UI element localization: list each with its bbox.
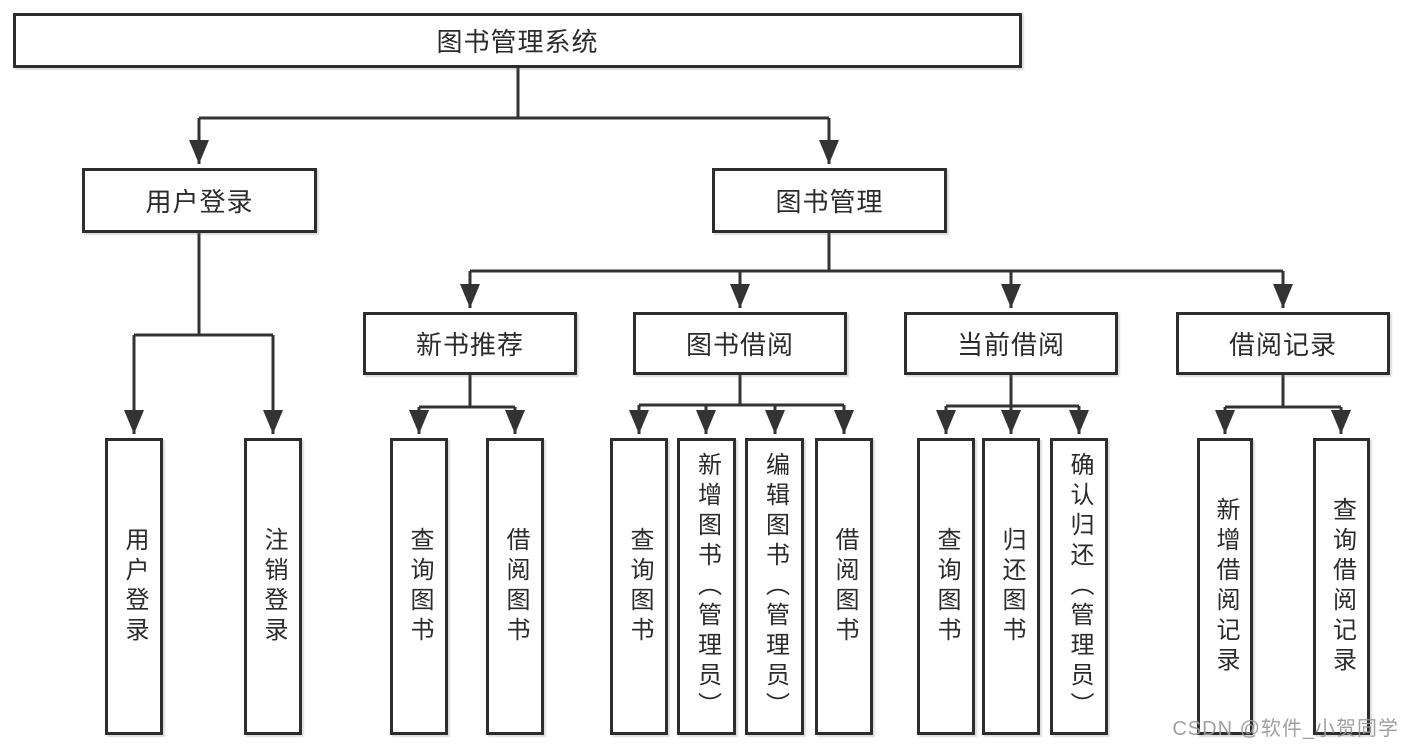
leaf-add-borrow-record: 新增借阅记录 xyxy=(1197,438,1253,735)
leaf-query-book-recommend: 查询图书 xyxy=(390,438,448,735)
node-book-borrow-label: 图书借阅 xyxy=(685,330,794,360)
leaf-query-borrow-record: 查询借阅记录 xyxy=(1313,438,1370,735)
leaf-borrow-book-recommend-label: 借阅图书 xyxy=(502,526,529,647)
node-borrow-record: 借阅记录 xyxy=(1176,312,1390,375)
leaf-query-book-current: 查询图书 xyxy=(917,438,975,735)
leaf-user-login: 用户登录 xyxy=(105,438,163,735)
leaf-edit-book-admin: 编辑图书（管理员） xyxy=(745,438,804,735)
leaf-add-book-admin-label: 新增图书（管理员） xyxy=(693,451,721,722)
leaf-add-book-admin: 新增图书（管理员） xyxy=(677,438,736,735)
leaf-return-book: 归还图书 xyxy=(982,438,1040,735)
leaf-query-book-borrow: 查询图书 xyxy=(610,438,668,735)
leaf-query-borrow-record-label: 查询借阅记录 xyxy=(1328,496,1356,677)
node-book-borrow: 图书借阅 xyxy=(633,312,847,375)
leaf-user-login-label: 用户登录 xyxy=(121,526,148,647)
leaf-logout: 注销登录 xyxy=(244,438,302,735)
leaf-query-book-current-label: 查询图书 xyxy=(933,526,960,647)
leaf-borrow-book: 借阅图书 xyxy=(815,438,873,735)
leaf-query-book-recommend-label: 查询图书 xyxy=(406,526,433,647)
leaf-borrow-book-label: 借阅图书 xyxy=(831,526,858,647)
leaf-confirm-return-admin: 确认归还（管理员） xyxy=(1050,438,1108,735)
node-root-label: 图书管理系统 xyxy=(436,27,599,57)
node-user-login-label: 用户登录 xyxy=(145,187,254,217)
node-borrow-record-label: 借阅记录 xyxy=(1228,330,1337,360)
leaf-return-book-label: 归还图书 xyxy=(998,526,1025,647)
leaf-add-borrow-record-label: 新增借阅记录 xyxy=(1212,496,1239,677)
node-root-library-system: 图书管理系统 xyxy=(13,13,1022,68)
node-current-borrow: 当前借阅 xyxy=(904,312,1118,375)
watermark: CSDN @软件_小贺同学 xyxy=(1172,718,1399,740)
node-current-borrow-label: 当前借阅 xyxy=(956,330,1065,360)
leaf-confirm-return-admin-label: 确认归还（管理员） xyxy=(1066,451,1093,722)
node-book-management: 图书管理 xyxy=(712,168,947,233)
node-book-management-label: 图书管理 xyxy=(775,187,884,217)
node-new-book-recommend: 新书推荐 xyxy=(363,312,577,375)
node-new-book-recommend-label: 新书推荐 xyxy=(415,330,524,360)
node-user-login: 用户登录 xyxy=(82,168,317,233)
leaf-logout-label: 注销登录 xyxy=(260,526,287,647)
leaf-edit-book-admin-label: 编辑图书（管理员） xyxy=(761,451,789,722)
leaf-borrow-book-recommend: 借阅图书 xyxy=(486,438,544,735)
leaf-query-book-borrow-label: 查询图书 xyxy=(626,526,653,647)
